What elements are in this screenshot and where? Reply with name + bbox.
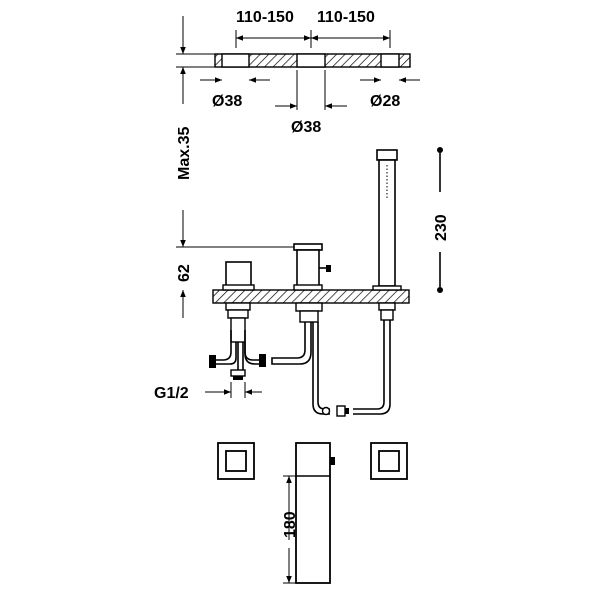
side-elevation: 230 — [154, 147, 450, 417]
handshower-length-dimension: 230 — [433, 147, 450, 293]
plan-mixer-escutcheon — [217, 442, 255, 480]
dim-diameter-right: Ø28 — [370, 93, 400, 110]
dim-max-deck: Max.35 — [176, 127, 193, 180]
plan-view: 180 — [217, 442, 408, 584]
max-deck-thickness: Max.35 — [176, 16, 215, 180]
dim-handshower-length: 230 — [433, 214, 450, 241]
dim-thread: G1/2 — [154, 385, 189, 402]
spout-height-dimension: 62 — [176, 210, 294, 318]
dim-diameter-left: Ø38 — [212, 93, 242, 110]
spout-body — [293, 243, 331, 291]
hand-shower — [372, 149, 402, 291]
dim-diameter-center: Ø38 — [291, 119, 321, 136]
thread-dimension: G1/2 — [154, 382, 262, 402]
plan-spout — [295, 442, 335, 584]
dim-spacing-right: 110-150 — [317, 9, 375, 26]
mixer-handle — [222, 261, 255, 291]
spout-reach-dimension: 180 — [282, 475, 299, 584]
dim-spout-height: 62 — [176, 264, 193, 282]
dim-spacing-left: 110-150 — [236, 9, 294, 26]
dim-spout-reach: 180 — [282, 511, 299, 538]
under-deck-plumbing — [209, 302, 396, 417]
plan-handshower-escutcheon — [370, 442, 408, 480]
deck-hole-layout: 110-150 110-150 Ø38 Ø38 Ø28 — [200, 9, 420, 136]
